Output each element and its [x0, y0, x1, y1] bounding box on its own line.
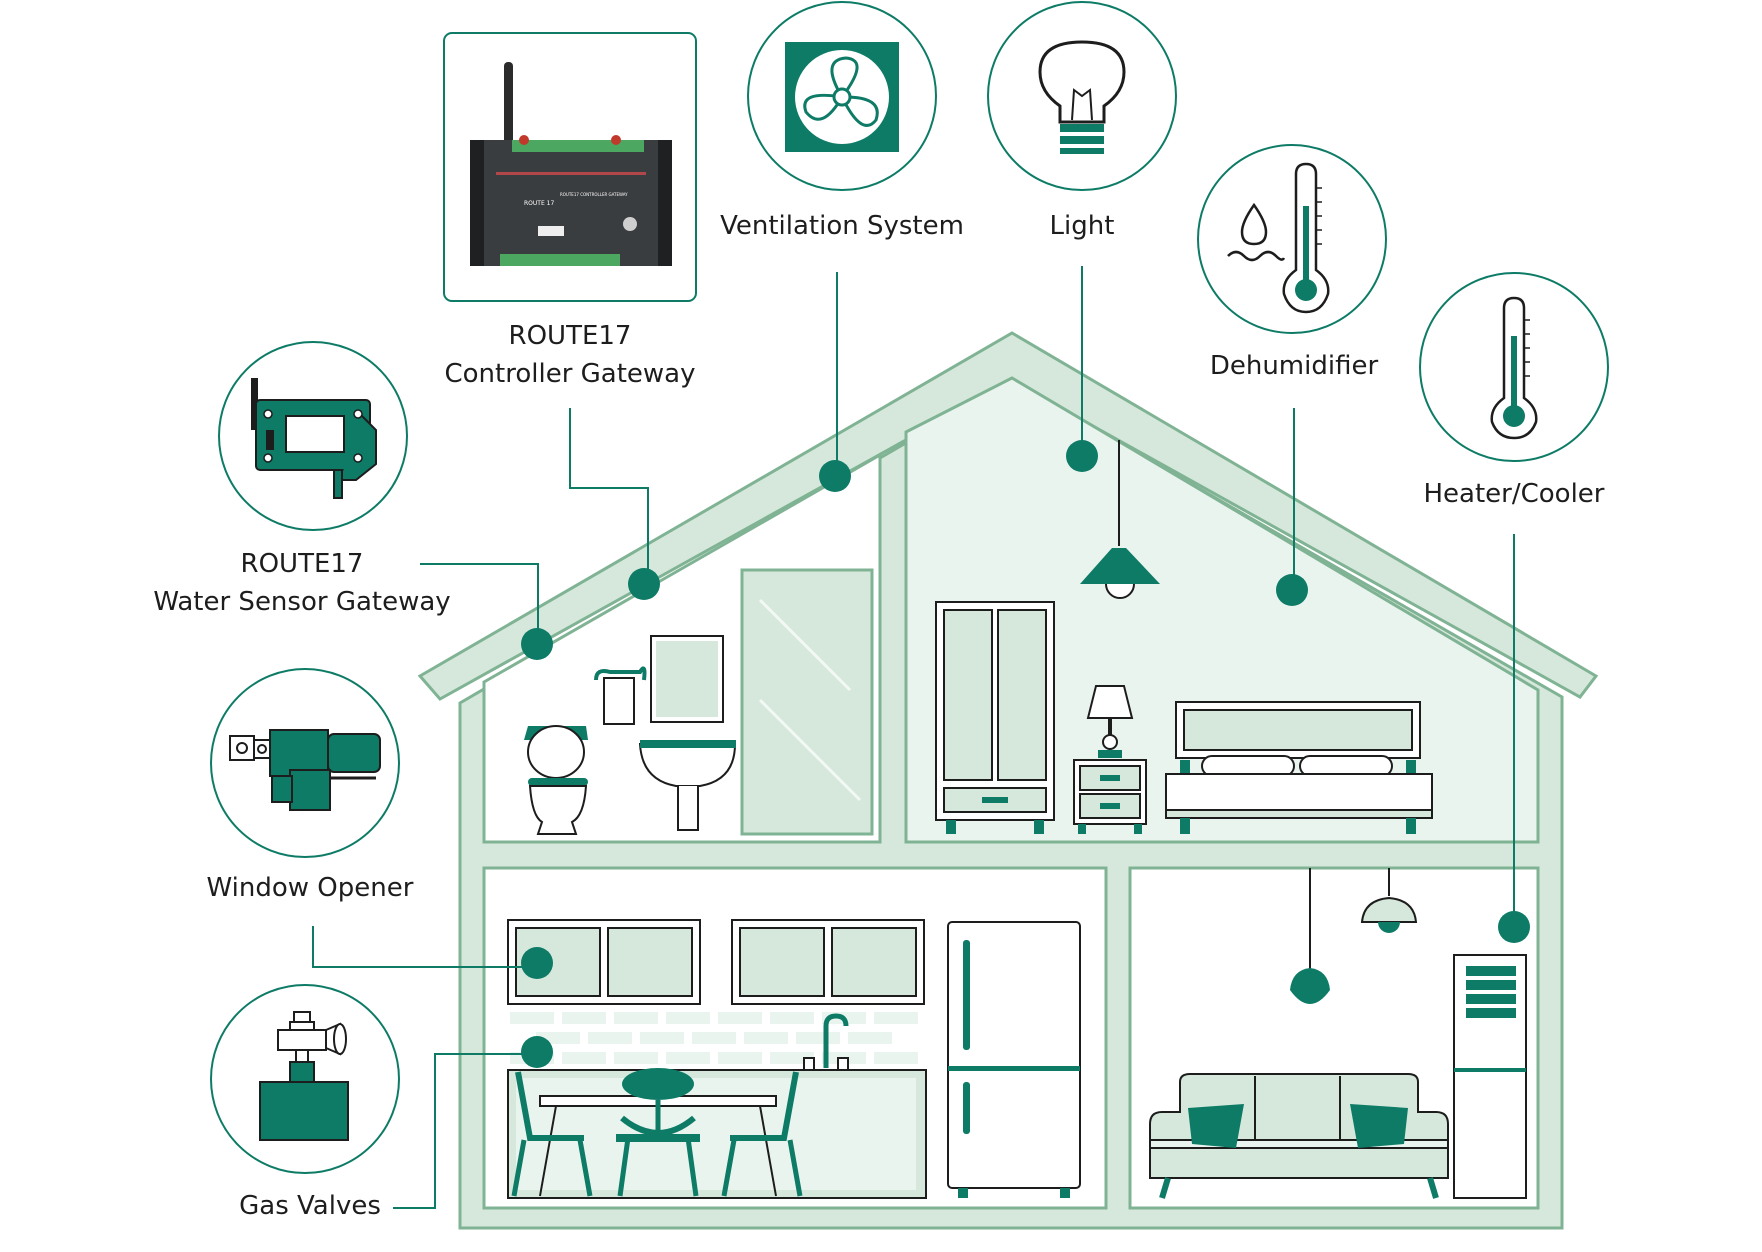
kitchen-furniture: [507, 919, 1081, 1199]
light-icon-circle: [987, 1, 1177, 191]
bathroom-furniture: [524, 568, 874, 836]
dehumidifier-icon-circle: [1197, 144, 1387, 334]
pendant-lamp-3: [1360, 868, 1418, 933]
dot-window: [521, 947, 553, 979]
connector-controller: [569, 408, 649, 584]
label-heater: Heater/Cooler: [1424, 479, 1605, 509]
dot-ventilation: [819, 460, 851, 492]
water-sensor-icon: [251, 378, 377, 499]
dot-dehumidifier: [1276, 574, 1308, 606]
dot-heater: [1498, 911, 1530, 943]
kitchen-window-right: [731, 919, 925, 1005]
toilet: [524, 725, 588, 835]
refrigerator: [947, 921, 1081, 1198]
water-icon-circle: [218, 341, 408, 531]
label-gas: Gas Valves: [239, 1191, 381, 1221]
thermometer-icon: [1490, 296, 1538, 440]
label-controller-line1: ROUTE17: [509, 321, 632, 351]
wardrobe: [935, 601, 1055, 834]
gas-icon-circle: [210, 984, 400, 1174]
kitchen-window-left: [507, 919, 701, 1005]
connector-window: [312, 926, 537, 968]
ventilation-icon-circle: [747, 1, 937, 191]
connection-dots: [521, 440, 1530, 1068]
window-icon-circle: [210, 668, 400, 858]
connector-gas: [393, 1053, 537, 1209]
label-water-line2: Water Sensor Gateway: [153, 587, 450, 617]
dehumidifier-icon: [1227, 162, 1330, 314]
device-labels: ROUTE17 Controller Gateway Ventilation S…: [153, 211, 1604, 1221]
label-window: Window Opener: [207, 873, 414, 903]
house-roof: [417, 331, 1599, 701]
label-controller-line2: Controller Gateway: [444, 359, 695, 389]
towel-holder: [603, 677, 635, 725]
bed: [1165, 701, 1433, 834]
table-lamp: [1086, 685, 1134, 758]
dot-light: [1066, 440, 1098, 472]
dot-gas: [521, 1036, 553, 1068]
connector-water: [420, 563, 539, 644]
controller-gateway-icon: ROUTE 17 ROUTE17 CONTROLLER GATEWAY: [470, 62, 672, 266]
bathroom-sink: [638, 740, 737, 831]
light-bulb-icon: [1038, 40, 1126, 154]
label-water-line1: ROUTE17: [241, 549, 364, 579]
heater-icon-circle: [1419, 272, 1609, 462]
dot-controller: [628, 568, 660, 600]
heater-cooler-unit: [1453, 954, 1527, 1199]
gas-valve-icon: [259, 1011, 349, 1141]
connector-lines: [312, 266, 1515, 1209]
sofa: [1149, 1073, 1449, 1199]
dot-water: [521, 628, 553, 660]
bedroom-furniture: [935, 440, 1433, 834]
label-dehumidifier: Dehumidifier: [1210, 351, 1379, 381]
controller-subtitle: ROUTE17 CONTROLLER GATEWAY: [560, 192, 628, 197]
dining-table: [511, 1068, 803, 1197]
controller-brand: ROUTE 17: [524, 200, 554, 207]
label-ventilation: Ventilation System: [720, 211, 964, 241]
kitchen-tiles: [510, 1012, 918, 1064]
window-opener-icon: [229, 729, 381, 811]
controller-gateway-card: ROUTE 17 ROUTE17 CONTROLLER GATEWAY: [443, 32, 697, 302]
nightstand: [1073, 759, 1147, 834]
living-furniture: [1149, 868, 1527, 1199]
pendant-lamp: [1080, 440, 1160, 599]
label-light: Light: [1050, 211, 1115, 241]
fan-icon: [785, 42, 899, 152]
pendant-lamp-2: [1290, 868, 1330, 1004]
